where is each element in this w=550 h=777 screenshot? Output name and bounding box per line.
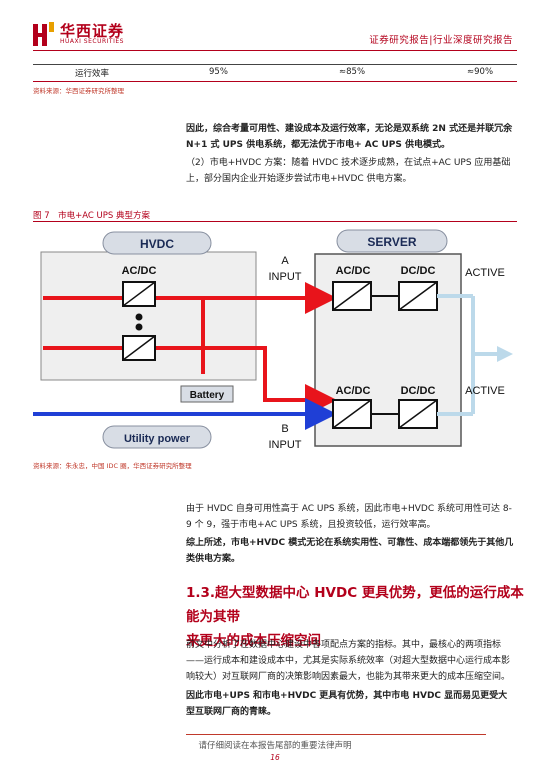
- converter-icon: [122, 335, 156, 361]
- server-label: SERVER: [367, 235, 416, 249]
- ellipsis-dot: [135, 313, 143, 321]
- paragraph-hvdc-availability: 由于 HVDC 自身可用性高于 AC UPS 系统，因此市电+HVDC 系统可用…: [186, 504, 512, 530]
- a-input-label: INPUT: [269, 271, 302, 283]
- logo-chinese-name: 华西证券: [60, 22, 125, 40]
- table-row-label: 运行效率: [75, 69, 110, 79]
- server-acdc-bottom-label: AC/DC: [336, 385, 371, 397]
- header-divider: [33, 50, 517, 51]
- table-cell: 95%: [209, 67, 228, 77]
- server-acdc-top-label: AC/DC: [336, 265, 371, 277]
- converter-icon: [398, 281, 438, 311]
- utility-power-label: Utility power: [124, 433, 191, 445]
- section-heading-line: 1.3.超大型数据中心 HVDC 更具优势，更低的运行成本能为其带: [186, 585, 524, 625]
- power-supply-diagram: HVDC SERVER AC/DC Battery A INPUT B INPU…: [33, 224, 517, 456]
- figure-title: 图 7 市电+AC UPS 典型方案: [33, 211, 150, 221]
- converter-icon: [332, 281, 372, 311]
- a-input-letter: A: [281, 255, 289, 267]
- server-dcdc-top-label: DC/DC: [401, 265, 436, 277]
- b-input-label: INPUT: [269, 439, 302, 451]
- page-number: 16: [270, 753, 280, 762]
- paragraph-hvdc-scheme: （2）市电+HVDC 方案：随着 HVDC 技术逐步成熟，在试点+AC UPS …: [186, 158, 511, 184]
- battery-label: Battery: [190, 390, 225, 401]
- section-heading-line: 来更大的成本压缩空间: [186, 633, 321, 649]
- converter-icon: [122, 281, 156, 307]
- b-input-letter: B: [281, 423, 288, 435]
- converter-icon: [398, 399, 438, 429]
- table-cell: ≈90%: [467, 67, 494, 77]
- efficiency-table-row: 运行效率 95% ≈85% ≈90%: [33, 64, 517, 82]
- hvdc-acdc-label: AC/DC: [122, 265, 157, 277]
- utility-power-pill: [102, 425, 212, 449]
- server-label-pill: [336, 229, 448, 253]
- footer-disclaimer: 请仔细阅读在本报告尾部的重要法律声明: [198, 741, 352, 751]
- hvdc-label: HVDC: [140, 237, 174, 251]
- output-arrowhead: [497, 346, 513, 362]
- table-source-note: 资料来源：华西证券研究所整理: [33, 87, 124, 95]
- logo-english-name: HUAXI SECURITIES: [60, 38, 124, 45]
- active-bottom-label: ACTIVE: [465, 385, 505, 397]
- red-power-path: [203, 346, 337, 416]
- paragraph-summary: 综上所述，市电+HVDC 模式无论在系统实用性、可靠性、成本端都领先于其他几类供…: [186, 538, 514, 564]
- paragraph-analysis: 前文中分析了在数据中心建设中各项配点方案的指标。其中，最核心的两项指标——运行成…: [186, 640, 511, 682]
- figure-source-note: 资料来源：朱永忠，中国 IDC 圈，华西证券研究所整理: [33, 462, 192, 470]
- table-cell: ≈85%: [339, 67, 366, 77]
- paragraph-preference: 因此市电+UPS 和市电+HVDC 更具有优势，其中市电 HVDC 显而易见更受…: [186, 691, 508, 717]
- hvdc-label-pill: [102, 231, 212, 255]
- company-logo-icon: [33, 22, 54, 46]
- report-type-label: 证券研究报告|行业深度研究报告: [369, 35, 513, 46]
- figure-divider: [33, 221, 517, 222]
- server-dcdc-bottom-label: DC/DC: [401, 385, 436, 397]
- section-heading: 1.3.超大型数据中心 HVDC 更具优势，更低的运行成本能为其带 来更大的成本…: [186, 581, 526, 653]
- battery-box: [180, 385, 234, 403]
- paragraph-conclusion: 因此，综合考量可用性、建设成本及运行效率，无论是双系统 2N 式还是并联冗余 N…: [186, 124, 513, 150]
- footer-divider: [186, 734, 486, 735]
- ellipsis-dot: [135, 323, 143, 331]
- active-top-label: ACTIVE: [465, 267, 505, 279]
- converter-icon: [332, 399, 372, 429]
